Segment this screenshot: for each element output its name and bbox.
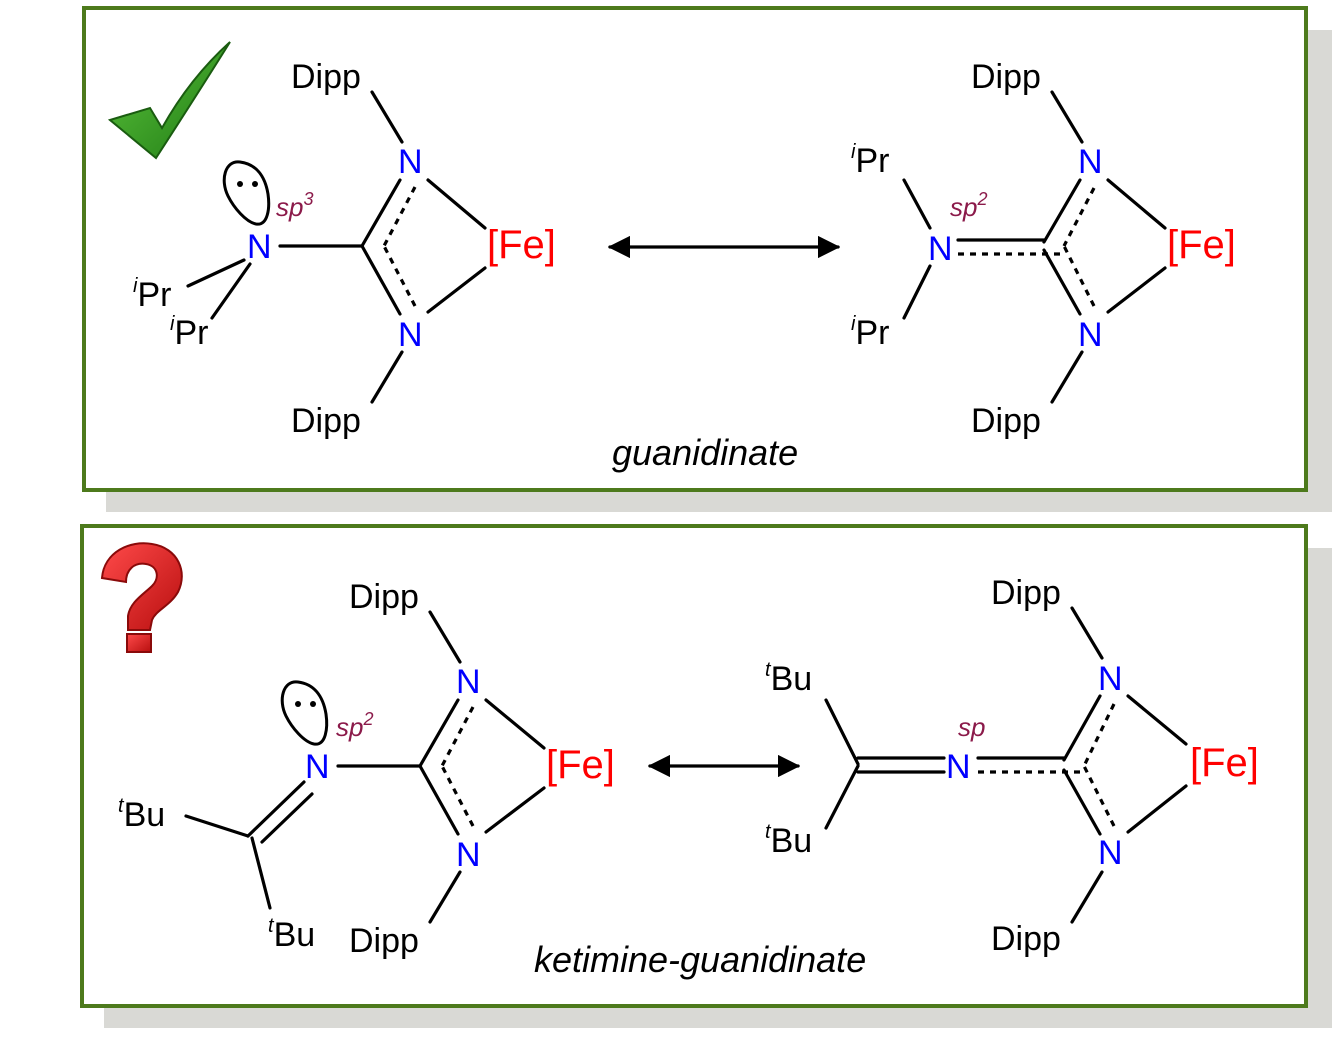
nitrogen-label: N [398, 143, 423, 181]
hybridization-label: sp2 [336, 709, 373, 742]
lone-pair-orbital [280, 680, 329, 746]
nitrogen-label: N [1078, 143, 1103, 181]
checkmark-icon [107, 41, 231, 160]
nitrogen-label: N [1098, 660, 1123, 698]
nitrogen-label: N [398, 316, 423, 354]
dipp-label: Dipp [349, 578, 419, 616]
nitrogen-label: N [946, 748, 971, 786]
nitrogen-label: N [456, 663, 481, 701]
iron-label: [Fe] [1167, 223, 1236, 267]
dipp-label: Dipp [971, 402, 1041, 440]
dipp-label: Dipp [991, 574, 1061, 612]
question-mark-icon [100, 542, 183, 653]
isopropyl-label: iPr [170, 313, 208, 352]
hybridization-label: sp [958, 712, 985, 742]
dipp-label: Dipp [991, 920, 1061, 958]
tert-butyl-label: tBu [118, 795, 165, 834]
structure-ketimine-sp: Dipp Dipp N N N [Fe] sp tBu tBu [765, 574, 1259, 958]
caption-ketimine-guanidinate: ketimine-guanidinate [534, 939, 866, 980]
structure-guanidinate-sp3: Dipp Dipp N N N [Fe] sp3 iPr iPr [133, 58, 556, 440]
isopropyl-label: iPr [851, 313, 889, 352]
lone-pair-electron [237, 181, 243, 187]
dipp-label: Dipp [291, 402, 361, 440]
dipp-label: Dipp [349, 922, 419, 960]
dipp-label: Dipp [291, 58, 361, 96]
isopropyl-label: iPr [851, 141, 889, 180]
tert-butyl-label: tBu [765, 821, 812, 860]
structure-guanidinate-sp2: Dipp Dipp N N N [Fe] sp2 iPr iPr [851, 58, 1236, 440]
nitrogen-label: N [305, 748, 330, 786]
isopropyl-label: iPr [133, 275, 171, 314]
panel-guanidinate: Dipp Dipp N N N [Fe] sp3 iPr iPr [82, 6, 1332, 512]
structure-ketimine-sp2: Dipp Dipp N N N [Fe] sp2 tBu tBu [118, 578, 615, 960]
iron-label: [Fe] [1190, 741, 1259, 785]
lone-pair-electron [310, 701, 316, 707]
iron-label: [Fe] [546, 743, 615, 787]
nitrogen-label: N [456, 836, 481, 874]
panel-ketimine-guanidinate: Dipp Dipp N N N [Fe] sp2 tBu tBu [80, 524, 1332, 1028]
lone-pair-electron [252, 181, 258, 187]
nitrogen-label: N [928, 230, 953, 268]
hybridization-label: sp3 [276, 189, 313, 222]
tert-butyl-label: tBu [765, 659, 812, 698]
nitrogen-label: N [247, 228, 272, 266]
nitrogen-label: N [1078, 316, 1103, 354]
hybridization-label: sp2 [950, 189, 987, 222]
lone-pair-electron [295, 701, 301, 707]
iron-label: [Fe] [487, 223, 556, 267]
caption-guanidinate: guanidinate [612, 432, 798, 473]
lone-pair-orbital [222, 160, 271, 226]
dipp-label: Dipp [971, 58, 1041, 96]
nitrogen-label: N [1098, 834, 1123, 872]
tert-butyl-label: tBu [268, 915, 315, 954]
